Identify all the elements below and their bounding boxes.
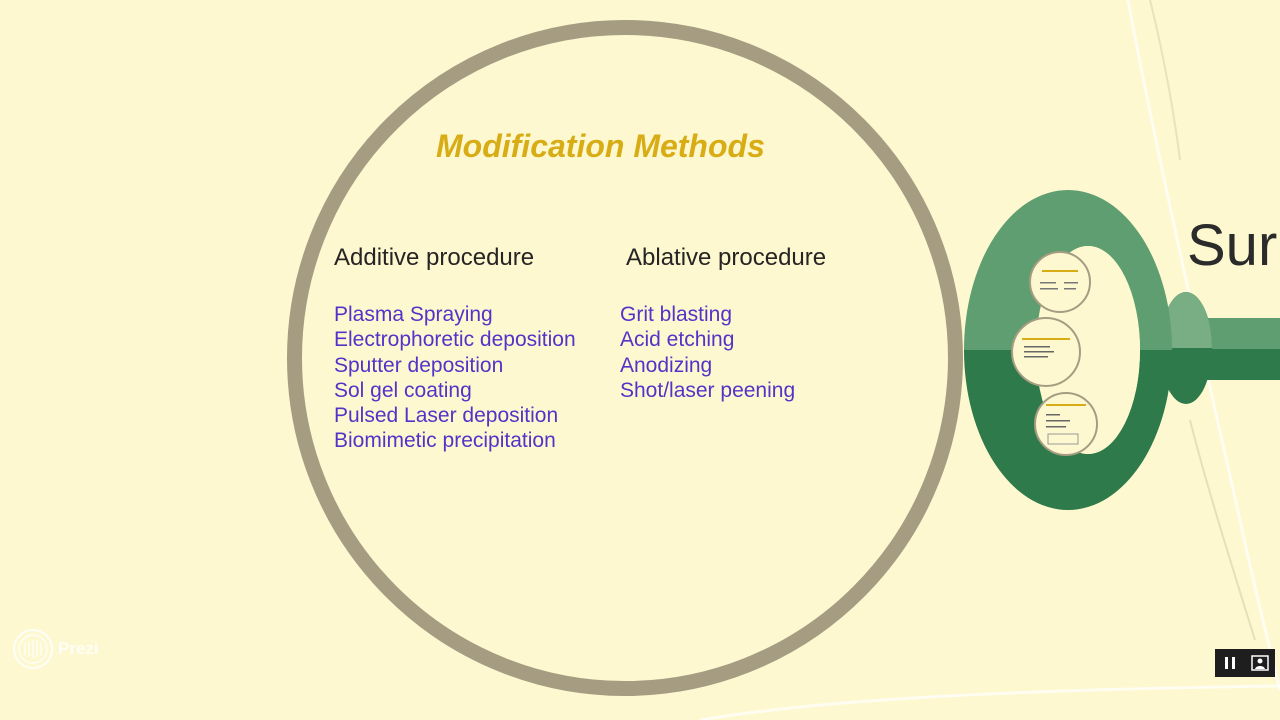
additive-methods-list: Plasma Spraying Electrophoretic depositi… (334, 302, 576, 454)
list-item: Anodizing (620, 353, 713, 377)
additive-heading: Additive procedure (334, 244, 535, 271)
list-item: Acid etching (620, 328, 735, 352)
prezi-logo: Prezi (12, 628, 99, 670)
list-item: Plasma Spraying (334, 303, 493, 326)
list-item: Shot/laser peening (620, 378, 796, 402)
list-item: Electrophoretic deposition (334, 328, 576, 352)
pause-icon (1225, 657, 1235, 669)
player-controls (1215, 649, 1275, 677)
list-item: Sputter deposition (334, 353, 504, 377)
prezi-logo-text: Prezi (58, 639, 99, 658)
prezi-logo-icon (13, 629, 53, 669)
ablative-heading: Ablative procedure (626, 244, 827, 271)
next-frame-title: Sur (1187, 213, 1278, 278)
list-item: Biomimetic precipitation (334, 429, 556, 453)
fullscreen-icon (1251, 655, 1269, 671)
list-item: Grit blasting (620, 303, 733, 326)
pause-button[interactable] (1215, 649, 1245, 677)
slide-title: Modification Methods (436, 128, 765, 164)
list-item: Pulsed Laser deposition (334, 404, 559, 428)
list-item: Sol gel coating (334, 378, 472, 402)
ablative-methods-list: Grit blasting Acid etching Anodizing Sho… (620, 302, 795, 403)
fullscreen-button[interactable] (1245, 649, 1275, 677)
